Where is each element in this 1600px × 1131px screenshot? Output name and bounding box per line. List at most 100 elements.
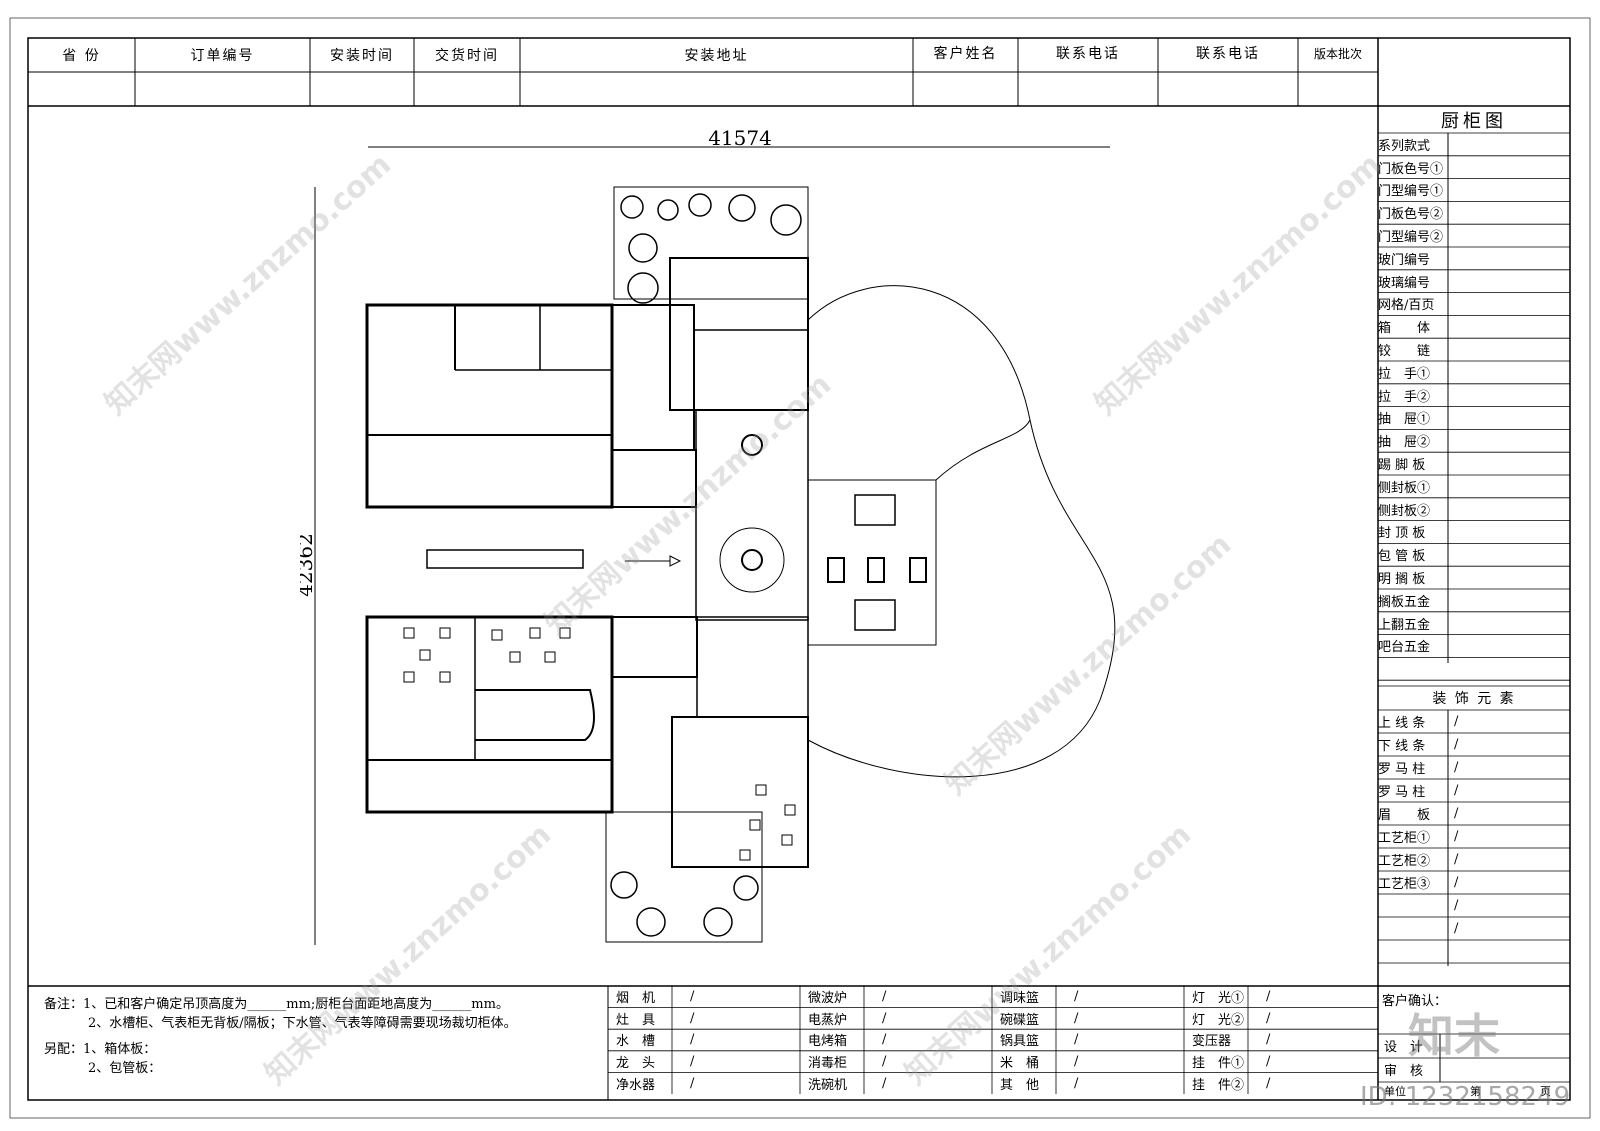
decor-item-value[interactable]: / [1454, 875, 1459, 890]
appliance-value[interactable]: / [690, 989, 695, 1005]
width-dimension-text: 41574 [708, 126, 772, 150]
appliance-value[interactable]: / [882, 1032, 887, 1048]
decor-item-value[interactable]: / [1454, 783, 1459, 798]
decor-item-value[interactable]: / [1454, 737, 1459, 752]
appliance-label: 灶 具 [616, 1012, 656, 1028]
side-item-label: 抽 屉② [1378, 435, 1431, 451]
appliance-label: 变压器 [1192, 1034, 1232, 1050]
appliance-value[interactable]: / [1074, 1054, 1079, 1070]
appliance-value[interactable]: / [690, 1010, 695, 1026]
decor-item-label: 工艺柜③ [1378, 877, 1431, 892]
appliance-label: 调味篮 [1000, 991, 1040, 1007]
side-item-label: 铰 链 [1378, 344, 1431, 360]
page-label-end: 页 [1540, 1085, 1551, 1098]
decor-item-label: 下 线 条 [1378, 739, 1426, 754]
side-panel-title: 厨柜图 [1441, 110, 1507, 132]
decor-item-label: 工艺柜① [1378, 831, 1431, 846]
appliance-value[interactable]: / [882, 989, 887, 1005]
height-dimension-text: 42362 [300, 533, 317, 597]
decor-title: 装 饰 元 素 [1432, 691, 1516, 707]
appliance-value[interactable]: / [690, 1075, 695, 1091]
unit-label: 单位 [1384, 1085, 1406, 1098]
side-item-label: 门板色号② [1378, 207, 1444, 223]
decor-item-value[interactable]: / [1454, 760, 1459, 775]
side-item-label: 玻门编号 [1378, 252, 1431, 268]
appliance-label: 电烤箱 [808, 1034, 848, 1050]
side-item-label: 抽 屉① [1378, 412, 1431, 428]
appliance-label: 烟 机 [616, 991, 656, 1007]
header-phone-1: 联系电话 [1056, 46, 1120, 62]
appliance-value[interactable]: / [1074, 1010, 1079, 1026]
side-item-label: 网格/百页 [1378, 298, 1435, 314]
appliance-label: 净水器 [616, 1077, 656, 1093]
remark-line-2: 2、水槽柜、气表柜无背板/隔板；下水管、气表等障碍需要现场裁切柜体。 [88, 1016, 517, 1031]
decor-item-label: 工艺柜② [1378, 854, 1431, 869]
appliance-label: 挂 件② [1192, 1077, 1245, 1093]
header-install-address: 安装地址 [684, 48, 749, 64]
decor-item-value[interactable]: / [1454, 898, 1459, 913]
extra-title: 另配：1、箱体板： [44, 1042, 157, 1057]
appliance-label: 挂 件① [1192, 1056, 1245, 1072]
appliance-value[interactable]: / [1074, 989, 1079, 1005]
side-item-label: 侧封板② [1378, 503, 1431, 519]
appliance-label: 锅具篮 [1000, 1034, 1040, 1050]
appliance-label: 其 他 [1000, 1077, 1040, 1093]
side-item-label: 箱 体 [1378, 321, 1431, 337]
side-item-label: 搁板五金 [1378, 594, 1431, 610]
decor-item-value[interactable]: / [1454, 921, 1459, 936]
side-item-label: 拉 手① [1378, 366, 1431, 382]
watermark-id: ID: 1232158249 [1360, 1082, 1571, 1112]
side-item-label: 踢 脚 板 [1378, 458, 1426, 474]
appliance-label: 消毒柜 [808, 1056, 848, 1072]
side-item-label: 玻璃编号 [1378, 275, 1431, 291]
remark-line-1: 备注：1、已和客户确定吊顶高度为______mm;厨柜台面距地高度为______… [44, 997, 509, 1012]
floor-plan: 41574 42362 [300, 126, 1116, 945]
header-version: 版本批次 [1313, 46, 1362, 61]
appliance-label: 水 槽 [616, 1034, 656, 1050]
appliance-label: 洗碗机 [808, 1077, 848, 1093]
side-item-label: 上翻五金 [1378, 617, 1431, 633]
decor-item-value[interactable]: / [1454, 852, 1459, 867]
appliance-label: 龙 头 [616, 1056, 656, 1072]
decor-item-label: 上 线 条 [1378, 716, 1426, 731]
appliance-label: 灯 光① [1192, 991, 1245, 1007]
design-label: 设 计 [1384, 1039, 1424, 1055]
side-item-label: 系列款式 [1378, 138, 1431, 154]
appliance-label: 电蒸炉 [808, 1012, 848, 1028]
appliance-value[interactable]: / [1266, 989, 1271, 1005]
header-province: 省 份 [62, 48, 101, 64]
appliance-value[interactable]: / [690, 1054, 695, 1070]
appliance-value[interactable]: / [690, 1032, 695, 1048]
appliance-label: 米 桶 [1000, 1056, 1040, 1072]
page-label: 第 [1470, 1085, 1481, 1098]
side-item-label: 封 顶 板 [1378, 526, 1426, 542]
side-item-label: 明 搁 板 [1378, 572, 1426, 588]
decor-item-label: 罗 马 柱 [1378, 762, 1426, 777]
decor-item-value[interactable]: / [1454, 714, 1459, 729]
extra-line-2: 2、包管板： [88, 1061, 162, 1076]
decor-item-value[interactable]: / [1454, 806, 1459, 821]
appliance-value[interactable]: / [1266, 1032, 1271, 1048]
side-item-label: 包 管 板 [1378, 549, 1426, 565]
appliance-value[interactable]: / [1074, 1075, 1079, 1091]
appliance-value[interactable]: / [882, 1075, 887, 1091]
header-order-number: 订单编号 [190, 48, 255, 64]
side-item-label: 门板色号① [1378, 161, 1444, 177]
watermark-logo: 知末 [1408, 1009, 1500, 1063]
appliance-value[interactable]: / [882, 1054, 887, 1070]
header-install-time: 安装时间 [330, 48, 394, 64]
appliance-value[interactable]: / [1074, 1032, 1079, 1048]
decor-item-value[interactable]: / [1454, 829, 1459, 844]
appliance-value[interactable]: / [1266, 1010, 1271, 1026]
side-item-label: 吧台五金 [1378, 640, 1431, 656]
header-customer-name: 客户姓名 [933, 46, 998, 62]
side-item-label: 侧封板① [1378, 480, 1431, 496]
appliance-value[interactable]: / [1266, 1075, 1271, 1091]
decor-item-label: 眉 板 [1378, 808, 1431, 823]
customer-confirm: 客户确认： [1382, 993, 1448, 1009]
appliance-value[interactable]: / [882, 1010, 887, 1026]
appliance-value[interactable]: / [1266, 1054, 1271, 1070]
appliance-label: 灯 光② [1192, 1012, 1245, 1028]
appliance-label: 微波炉 [808, 991, 848, 1007]
